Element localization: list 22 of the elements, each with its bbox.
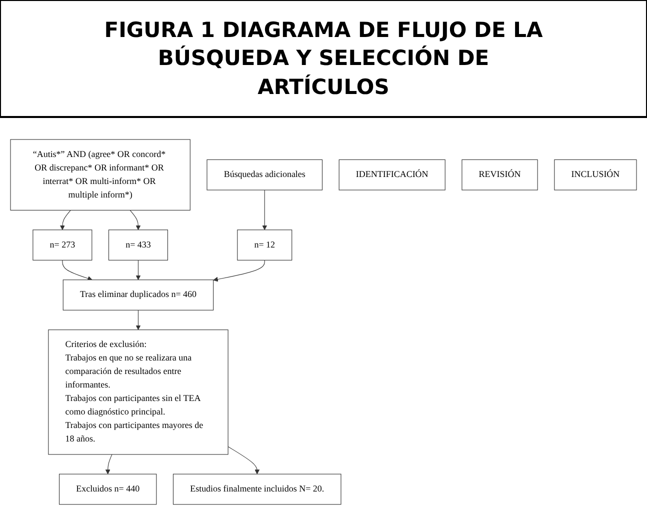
node-box: “Autis*” AND (agree* OR concord* OR discrepanc* OR informant* OR interrat* OR multi-inform* OR multiple inform*): [10, 139, 190, 211]
arrow: [130, 210, 141, 230]
node-box: IDENTIFICACIÓN: [338, 159, 446, 190]
arrow: [105, 454, 112, 474]
arrow: [228, 446, 260, 474]
arrow: [136, 310, 141, 330]
figure-title: FIGURA 1 DIAGRAMA DE FLUJO DE LA BÚSQUEDA Y SELECCIÓN DE ARTÍCULOS: [104, 16, 544, 101]
arrow: [213, 260, 265, 282]
node-box: INCLUSIÓN: [554, 159, 637, 190]
node-box: Búsquedas adicionales: [206, 159, 323, 190]
node-box: n= 273: [32, 230, 92, 261]
arrow: [60, 210, 71, 230]
arrow: [62, 260, 92, 281]
node-box: n= 433: [108, 230, 168, 261]
arrow: [136, 260, 141, 280]
node-box: REVISIÓN: [462, 159, 538, 190]
node-box: Tras eliminar duplicados n= 460: [62, 280, 214, 310]
node-box: Estudios finalmente incluidos N= 20.: [172, 474, 342, 505]
node-box: Excluidos n= 440: [59, 474, 157, 505]
node-box: Criterios de exclusión: Trabajos en que no se realizara una comparación de resultados entre informantes. Trabajos con participantes sin el TEA como diagnóstico principal. Trabajos con participantes mayores de 18 años.: [48, 330, 228, 455]
arrow: [262, 190, 268, 230]
node-box: n= 12: [237, 230, 292, 261]
